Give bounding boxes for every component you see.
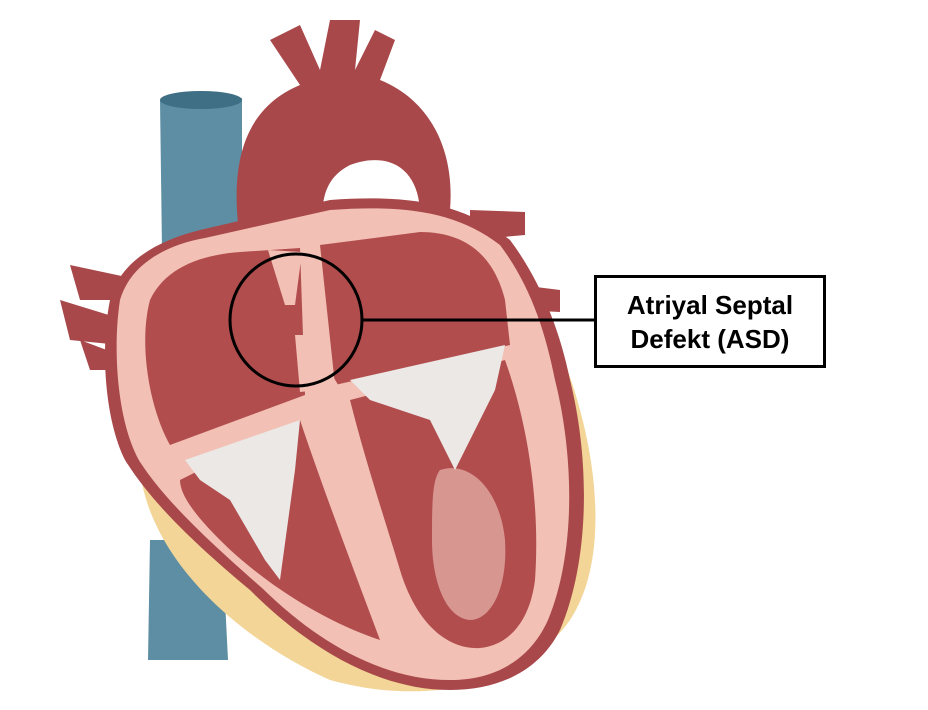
vena-cava-top [160,91,242,109]
mitral-valve [350,345,505,470]
interventricular-septum [305,390,430,655]
asd-label-text: Atriyal Septal Defekt (ASD) [626,289,794,354]
atrial-septum-upper [268,250,302,305]
tricuspid-valve [185,420,300,580]
asd-label-box: Atriyal Septal Defekt (ASD) [594,275,826,368]
left-ventricle-inner [432,468,506,620]
left-atrium [320,232,510,385]
right-atrium [145,248,305,445]
aorta [236,20,451,240]
